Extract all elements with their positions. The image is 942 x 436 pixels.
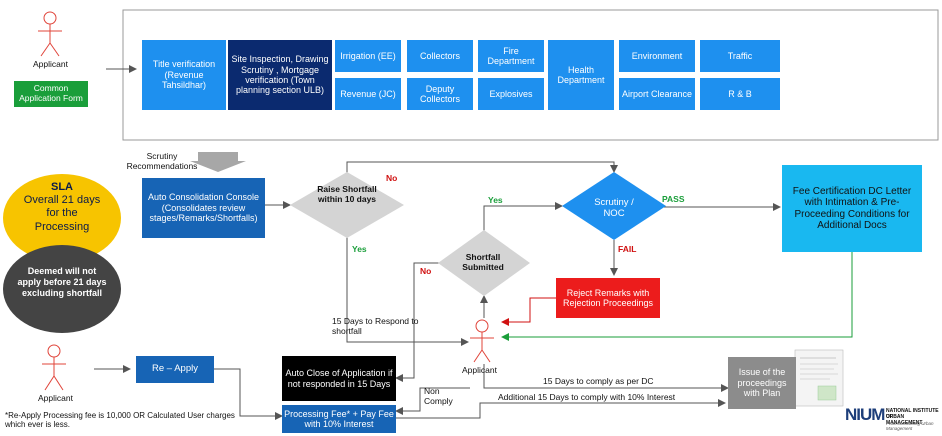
applicant-top-label: Applicant [33,59,68,69]
dept-site-inspection[interactable]: Site Inspection, Drawing Scrutiny , Mort… [228,40,332,110]
applicant-top-figure [38,11,62,57]
nium-logo-line2: URBAN MANAGEMENT [886,414,923,426]
dept-health[interactable]: Health Department [548,40,614,110]
applicant-mid-label: Applicant [462,365,497,375]
nium-logo-letters: NIUM [845,405,885,424]
scrutiny-down-arrow [190,152,246,172]
pass-label: PASS [662,194,685,204]
reapply-footnote: *Re-Apply Processing fee is 10,000 OR Ca… [5,411,235,430]
applicant-bottom-figure [42,344,66,391]
dept-title-verification[interactable]: Title verification (Revenue Tahsildhar) [142,40,226,110]
dept-traffic[interactable]: Traffic [700,40,780,72]
issue-proceedings-box[interactable]: Issue of the proceedings with Plan [728,357,796,409]
respond-15-days-label: 15 Days to Respond to shortfall [332,316,419,336]
dept-environment[interactable]: Environment [619,40,695,72]
dept-collectors[interactable]: Collectors [407,40,473,72]
raise-shortfall-yes: Yes [352,244,367,254]
dept-rb[interactable]: R & B [700,78,780,110]
nium-logo-tag: Professionalising Urban Management [886,421,934,431]
dept-revenue-jc[interactable]: Revenue (JC) [335,78,401,110]
auto-consolidation-console[interactable]: Auto Consolidation Console (Consolidates… [142,178,265,238]
fail-label: FAIL [618,244,637,254]
applicant-bottom-label: Applicant [38,393,73,403]
fee-certification-box[interactable]: Fee Certification DC Letter with Intimat… [782,165,922,252]
departments-frame [122,9,939,141]
shortfall-submitted-diamond [438,230,530,296]
sla-ellipse [3,174,121,262]
nium-logo: NIUM NATIONAL INSTITUTE OF URBAN MANAGEM… [845,405,941,433]
deemed-ellipse [3,245,121,333]
common-application-form-button[interactable]: Common Application Form [14,81,88,107]
processing-fee-box[interactable]: Processing Fee* + Pay Fee with 10% Inter… [282,405,396,433]
dept-deputy-collectors[interactable]: Deputy Collectors [407,78,473,110]
shortfall-submitted-no: No [420,266,432,276]
raise-shortfall-label: Raise Shortfall within 10 days [317,184,377,204]
raise-shortfall-no: No [386,173,398,183]
shortfall-submitted-yes: Yes [488,195,503,205]
dept-irrigation[interactable]: Irrigation (EE) [335,40,401,72]
non-comply-label: Non Comply [424,386,453,406]
scrutiny-noc-label: Scrutiny / NOC [594,197,634,220]
applicant-mid-figure [470,319,494,363]
comply-additional-label: Additional 15 Days to comply with 10% In… [498,392,676,402]
shortfall-submitted-label: Shortfall Submitted [462,252,504,272]
scrutiny-noc-diamond [562,172,666,240]
comply-15-days-label: 15 Days to comply as per DC [543,376,654,386]
sla-title: SLA [51,181,73,193]
deemed-text: Deemed will not apply before 21 days exc… [17,266,107,298]
reapply-button[interactable]: Re – Apply [136,356,214,383]
raise-shortfall-diamond [290,172,404,238]
dept-fire[interactable]: Fire Department [478,40,544,72]
nium-logo-line1: NATIONAL INSTITUTE OF [886,408,939,420]
sla-text: Overall 21 days for the Processing [23,194,101,233]
reject-remarks-box[interactable]: Reject Remarks with Rejection Proceeding… [556,278,660,318]
scrutiny-recommendations-label: Scrutiny Recommendations [126,151,198,171]
auto-close-box: Auto Close of Application if not respond… [282,356,396,401]
sla-block: SLA Overall 21 days for the Processing [8,181,116,234]
dept-airport-clearance[interactable]: Airport Clearance [619,78,695,110]
dept-explosives[interactable]: Explosives [478,78,544,110]
certificate-thumbnail [794,349,844,407]
